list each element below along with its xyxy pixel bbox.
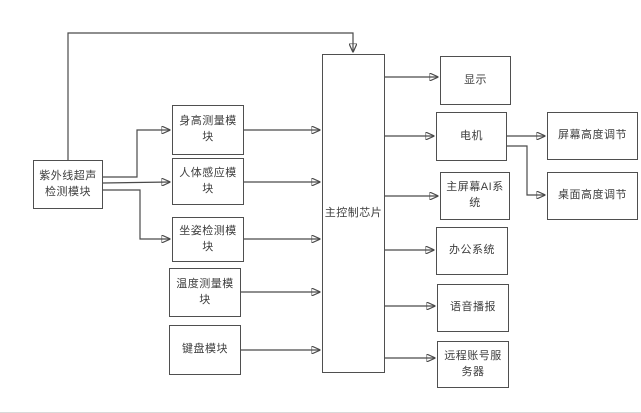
node-keyboard-module: 键盘模块 [169,325,241,375]
node-office-system: 办公系统 [436,227,508,275]
node-body-sense-module: 人体感应模块 [172,158,244,205]
node-screen-height-adjust: 屏幕高度调节 [547,112,638,160]
node-display: 显示 [440,56,511,105]
node-desk-height-adjust: 桌面高度调节 [547,172,638,220]
edge-uv-to-height-measure [103,130,170,178]
node-remote-account-server: 远程账号服务器 [437,341,509,388]
node-height-measure-module: 身高测量模块 [172,105,244,155]
node-motor: 电机 [436,112,507,161]
node-uv-ultrasonic-detection-module: 紫外线超声检测模块 [33,160,103,209]
node-temperature-measure-module: 温度测量模块 [169,268,241,317]
edge-uv-to-posture-detect [103,189,170,239]
node-voice-broadcast: 语音播报 [437,284,509,332]
node-main-control-chip: 主控制芯片 [322,54,385,373]
node-posture-detect-module: 坐姿检测模块 [172,217,244,262]
edge-motor-to-desk-height [507,145,545,195]
edge-uv-to-body-sense [102,182,170,183]
node-main-screen-ai-system: 主屏幕AI系统 [440,172,510,220]
